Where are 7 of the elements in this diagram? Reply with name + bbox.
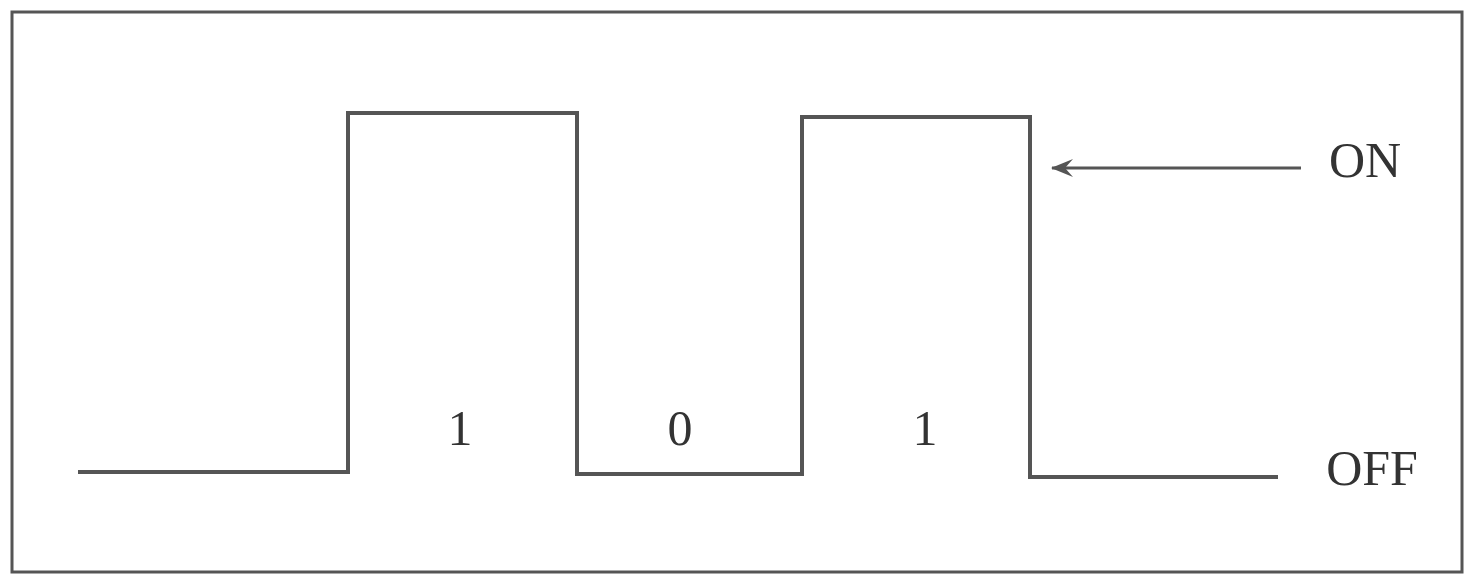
- leader-arrow: [1051, 159, 1301, 177]
- bit-value: 1: [912, 403, 938, 453]
- state-label: OFF: [1326, 443, 1418, 493]
- bit-value: 0: [667, 403, 693, 453]
- state-label: ON: [1328, 135, 1402, 185]
- square-wave: [78, 111, 1278, 479]
- bit-value: 1: [447, 403, 473, 453]
